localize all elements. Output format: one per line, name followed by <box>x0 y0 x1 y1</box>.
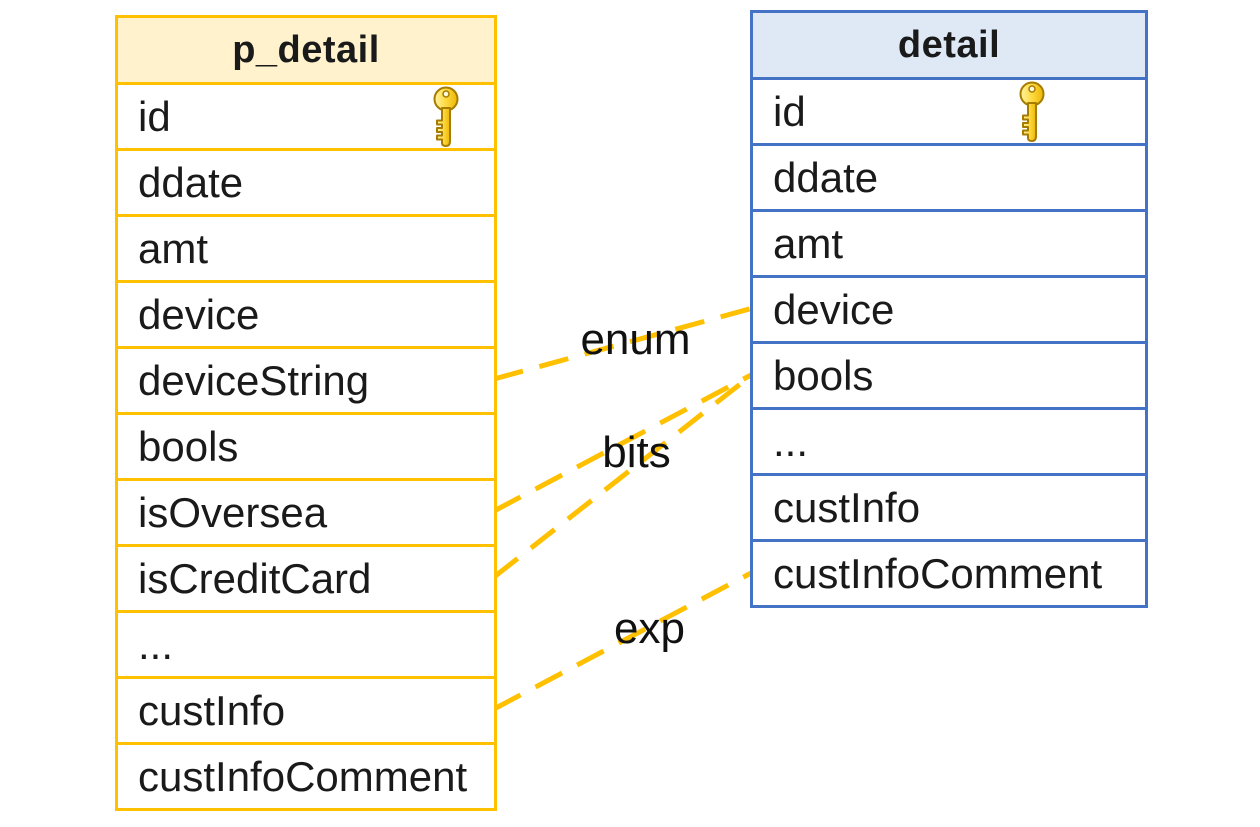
table-row-bools[interactable]: bools <box>118 412 494 478</box>
table-row-custinfocomment[interactable]: custInfoComment <box>118 742 494 808</box>
field-name: isCreditCard <box>138 554 372 602</box>
table-row-amt[interactable]: amt <box>753 209 1145 275</box>
primary-key-icon <box>1014 81 1050 143</box>
field-name: isOversea <box>138 488 328 536</box>
table-title-detail: detail <box>753 13 1145 77</box>
field-name: custInfo <box>138 686 286 734</box>
field-name: id <box>773 87 806 135</box>
table-row-iscreditcard[interactable]: isCreditCard <box>118 544 494 610</box>
relation-label-enum: enum <box>580 314 691 364</box>
field-name: bools <box>773 351 874 399</box>
relation-label-exp: exp <box>614 603 685 653</box>
field-name: device <box>773 285 895 333</box>
table-row-ellipsis[interactable]: ... <box>118 610 494 676</box>
table-row-id[interactable]: id <box>753 77 1145 143</box>
table-row-custinfo[interactable]: custInfo <box>118 676 494 742</box>
field-name: custInfo <box>773 483 921 531</box>
field-name: ddate <box>773 153 879 201</box>
entity-table-p-detail[interactable]: p_detail id ddate amt <box>115 15 497 811</box>
table-row-bools[interactable]: bools <box>753 341 1145 407</box>
field-name: amt <box>138 224 209 272</box>
field-name: custInfoComment <box>773 549 1103 597</box>
entity-table-detail[interactable]: detail id ddate amt <box>750 10 1148 608</box>
field-name: custInfoComment <box>138 752 468 800</box>
field-name: ... <box>138 620 174 668</box>
field-rows-detail: id ddate amt device <box>753 77 1145 605</box>
table-row-amt[interactable]: amt <box>118 214 494 280</box>
table-row-ddate[interactable]: ddate <box>118 148 494 214</box>
primary-key-icon <box>428 86 464 148</box>
field-name: amt <box>773 219 844 267</box>
table-title-p-detail: p_detail <box>118 18 494 82</box>
table-row-isoversea[interactable]: isOversea <box>118 478 494 544</box>
field-name: device <box>138 290 260 338</box>
table-row-custinfocomment[interactable]: custInfoComment <box>753 539 1145 605</box>
relation-label-bits: bits <box>602 427 671 477</box>
table-row-device[interactable]: device <box>118 280 494 346</box>
field-name: ... <box>773 417 809 465</box>
field-rows-p-detail: id ddate amt device <box>118 82 494 808</box>
field-name: ddate <box>138 158 244 206</box>
field-name: id <box>138 92 171 140</box>
field-name: bools <box>138 422 239 470</box>
table-row-devicestring[interactable]: deviceString <box>118 346 494 412</box>
table-row-ddate[interactable]: ddate <box>753 143 1145 209</box>
field-name: deviceString <box>138 356 370 404</box>
table-row-ellipsis[interactable]: ... <box>753 407 1145 473</box>
table-row-device[interactable]: device <box>753 275 1145 341</box>
table-row-custinfo[interactable]: custInfo <box>753 473 1145 539</box>
table-row-id[interactable]: id <box>118 82 494 148</box>
